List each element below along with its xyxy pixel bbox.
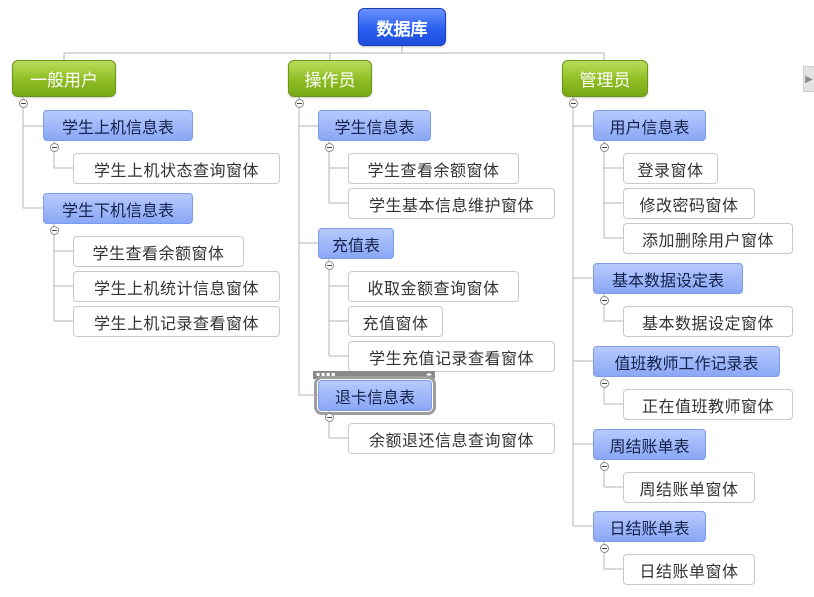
table-node[interactable]: 基本数据设定表 <box>593 263 743 294</box>
role-node-administrator[interactable]: 管理员 <box>562 60 648 97</box>
table-node[interactable]: 学生下机信息表 <box>43 193 193 224</box>
collapse-minus-icon[interactable] <box>600 143 609 152</box>
form-node[interactable]: 收取金额查询窗体 <box>348 271 519 302</box>
form-node[interactable]: 充值窗体 <box>348 306 443 337</box>
selection-toolbar[interactable]: ▪▪▪▪ ◂▸ <box>313 371 435 379</box>
table-node[interactable]: 值班教师工作记录表 <box>593 346 780 377</box>
form-node[interactable]: 日结账单窗体 <box>623 554 755 585</box>
collapse-minus-icon[interactable] <box>600 544 609 553</box>
drag-handle-icon[interactable]: ▪▪▪▪ <box>316 371 337 378</box>
collapse-minus-icon[interactable] <box>600 462 609 471</box>
table-node-selected[interactable]: 退卡信息表 <box>314 376 436 415</box>
form-node[interactable]: 学生上机统计信息窗体 <box>73 271 280 302</box>
collapse-minus-icon[interactable] <box>50 226 59 235</box>
form-node[interactable]: 周结账单窗体 <box>623 472 755 503</box>
form-node[interactable]: 登录窗体 <box>623 153 718 184</box>
table-node[interactable]: 周结账单表 <box>593 429 706 460</box>
form-node[interactable]: 学生查看余额窗体 <box>348 153 519 184</box>
collapse-minus-icon[interactable] <box>50 143 59 152</box>
collapse-minus-icon[interactable] <box>295 99 304 108</box>
role-node-general-user[interactable]: 一般用户 <box>12 60 116 97</box>
form-node[interactable]: 学生上机状态查询窗体 <box>73 153 280 184</box>
role-node-operator[interactable]: 操作员 <box>288 60 372 97</box>
table-node[interactable]: 学生信息表 <box>318 110 431 141</box>
table-node[interactable]: 用户信息表 <box>593 110 706 141</box>
form-node[interactable]: 修改密码窗体 <box>623 188 755 219</box>
resize-arrows-icon[interactable]: ◂▸ <box>425 371 432 378</box>
collapse-minus-icon[interactable] <box>600 296 609 305</box>
form-node[interactable]: 学生充值记录查看窗体 <box>348 341 555 372</box>
form-node[interactable]: 学生查看余额窗体 <box>73 236 244 267</box>
form-node[interactable]: 余额退还信息查询窗体 <box>348 423 555 454</box>
form-node[interactable]: 基本数据设定窗体 <box>623 306 793 337</box>
collapse-minus-icon[interactable] <box>600 379 609 388</box>
form-node[interactable]: 学生上机记录查看窗体 <box>73 306 280 337</box>
table-node[interactable]: 学生上机信息表 <box>43 110 193 141</box>
collapse-minus-icon[interactable] <box>19 99 28 108</box>
table-node[interactable]: 日结账单表 <box>593 511 706 542</box>
root-node[interactable]: 数据库 <box>358 8 446 46</box>
collapse-minus-icon[interactable] <box>569 99 578 108</box>
collapse-minus-icon[interactable] <box>325 143 334 152</box>
collapse-minus-icon[interactable] <box>325 413 334 422</box>
form-node[interactable]: 正在值班教师窗体 <box>623 389 793 420</box>
collapse-minus-icon[interactable] <box>325 261 334 270</box>
form-node[interactable]: 学生基本信息维护窗体 <box>348 188 555 219</box>
panel-expand-arrow-icon[interactable]: ▶ <box>803 66 814 92</box>
form-node[interactable]: 添加删除用户窗体 <box>623 223 793 254</box>
table-node[interactable]: 充值表 <box>318 228 394 259</box>
